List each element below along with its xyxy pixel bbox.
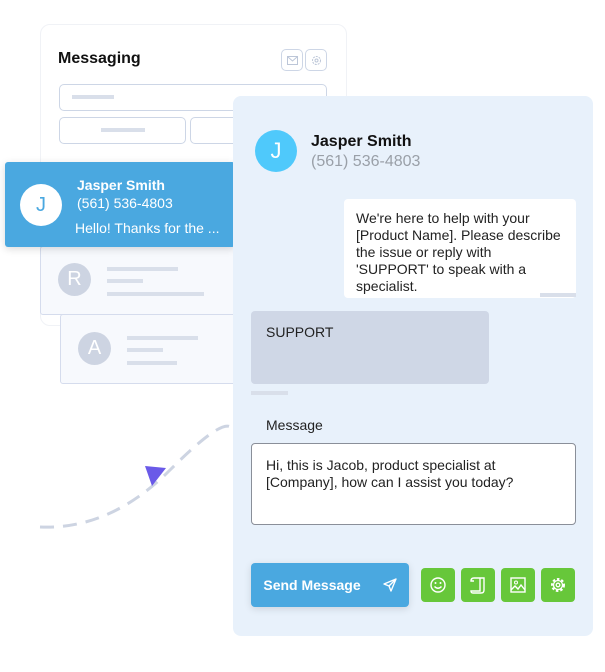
- outgoing-message: SUPPORT: [251, 311, 489, 384]
- avatar: J: [20, 184, 62, 226]
- compose-button[interactable]: [281, 49, 303, 71]
- chat-avatar: J: [255, 130, 297, 172]
- incoming-message: We're here to help with your [Product Na…: [344, 199, 576, 298]
- arrow-icon: [145, 466, 166, 486]
- conversation-item-active[interactable]: J Jasper Smith (561) 536-4803 Hello! Tha…: [5, 162, 235, 247]
- gear-icon: [311, 55, 321, 65]
- conversation-item[interactable]: R: [40, 246, 242, 315]
- message-input[interactable]: Hi, this is Jacob, product specialist at…: [251, 443, 576, 525]
- avatar: R: [58, 263, 91, 296]
- smiley-icon: [430, 577, 446, 593]
- gear-icon: [551, 578, 565, 592]
- image-button[interactable]: [501, 568, 535, 602]
- message-label: Message: [266, 417, 323, 433]
- send-message-button[interactable]: Send Message: [251, 563, 409, 607]
- emoji-button[interactable]: [421, 568, 455, 602]
- message-preview: Hello! Thanks for the ...: [75, 220, 220, 236]
- filter-button[interactable]: [59, 117, 186, 144]
- send-icon: [382, 578, 397, 592]
- avatar: A: [78, 332, 111, 365]
- contact-phone: (561) 536-4803: [77, 195, 173, 211]
- template-button[interactable]: [461, 568, 495, 602]
- mail-icon: [286, 55, 298, 65]
- send-label: Send Message: [263, 577, 361, 593]
- image-icon: [510, 577, 526, 593]
- settings-button[interactable]: [305, 49, 327, 71]
- contact-name: Jasper Smith: [77, 177, 165, 193]
- messaging-title: Messaging: [58, 50, 141, 67]
- scroll-icon: [470, 577, 485, 594]
- settings-button[interactable]: [541, 568, 575, 602]
- chat-contact-phone: (561) 536-4803: [311, 153, 421, 170]
- conversation-item[interactable]: A: [60, 314, 242, 384]
- chat-contact-name: Jasper Smith: [311, 133, 412, 150]
